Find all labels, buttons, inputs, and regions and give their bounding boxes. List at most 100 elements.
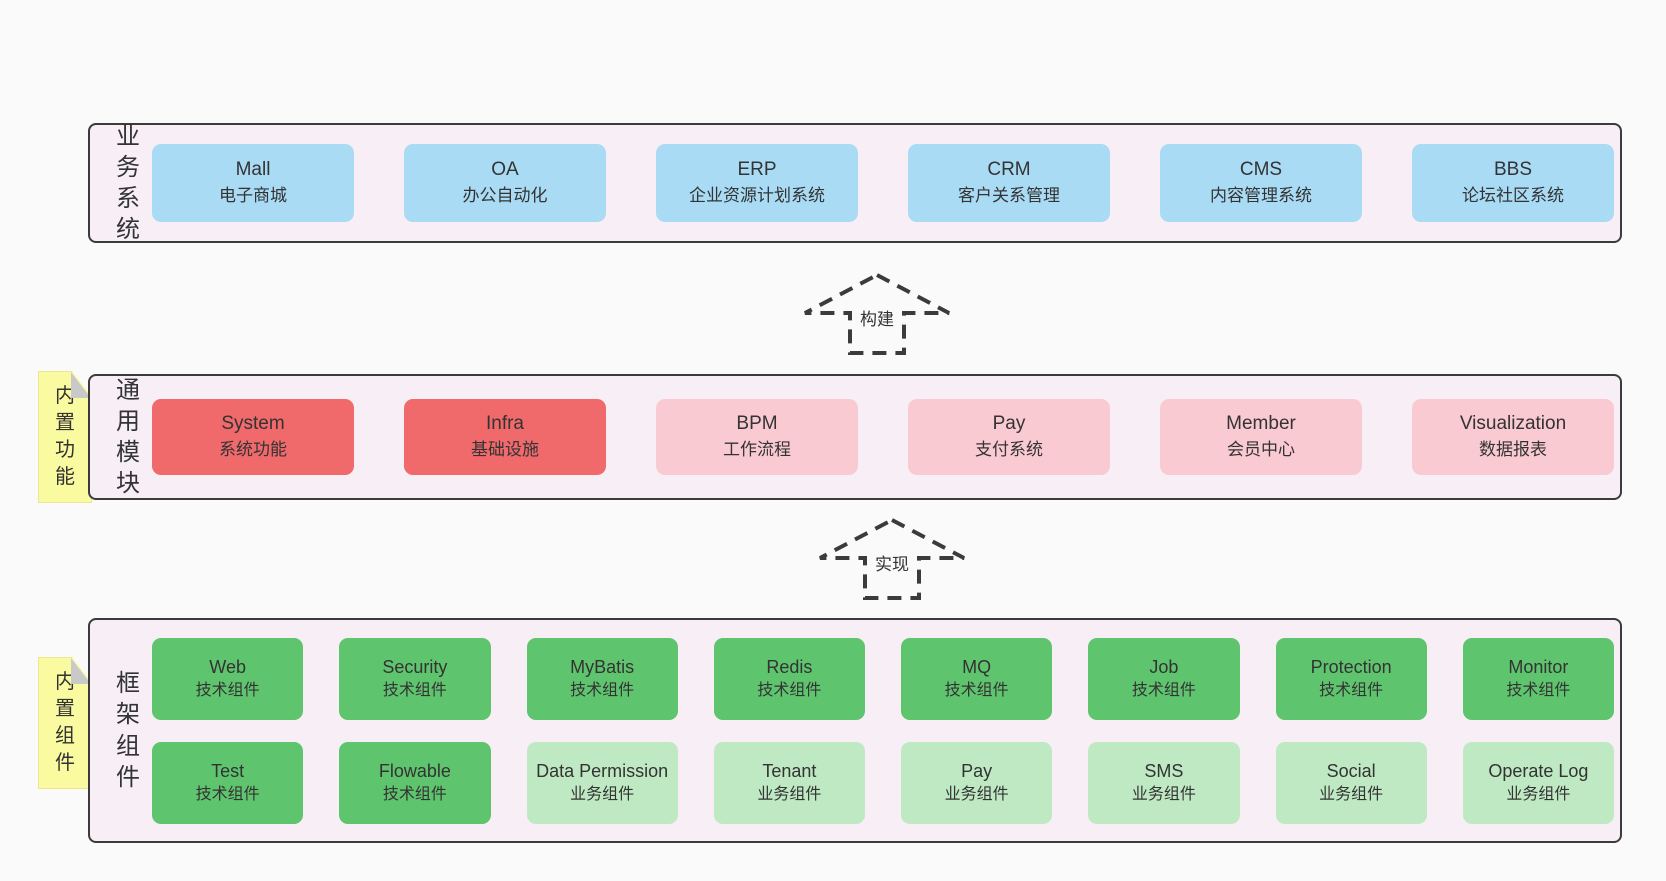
- box-subtitle: 业务组件: [944, 785, 1009, 803]
- box-monitor: Monitor 技术组件: [1462, 637, 1614, 720]
- box-protection: Protection 技术组件: [1275, 637, 1427, 720]
- box-title: Redis: [766, 656, 813, 677]
- box-erp: ERP 企业资源计划系统: [656, 144, 858, 222]
- panel-common-modules-label: 通用模块: [104, 376, 152, 498]
- box-mybatis: MyBatis 技术组件: [526, 637, 678, 720]
- box-title: Social: [1326, 760, 1376, 781]
- box-subtitle: 办公自动化: [462, 186, 548, 205]
- box-subtitle: 技术组件: [382, 785, 447, 803]
- box-title: Flowable: [378, 760, 451, 781]
- box-title: Job: [1149, 656, 1179, 677]
- box-title: MyBatis: [570, 656, 635, 677]
- box-title: Web: [209, 656, 246, 677]
- arrow-implement-label: 实现: [871, 550, 913, 575]
- box-title: Pay: [961, 760, 993, 781]
- box-job: Job 技术组件: [1088, 637, 1240, 720]
- box-title: Tenant: [762, 760, 817, 781]
- panel-label-text: 通用模块: [115, 376, 140, 498]
- panel-framework-components: 框架组件 Web 技术组件 Security 技术组件 MyBatis 技术组件 Redis…: [88, 618, 1622, 843]
- box-subtitle: 技术组件: [195, 785, 260, 803]
- panel-label-text: 业务系统: [115, 122, 140, 244]
- box-subtitle: 系统功能: [219, 440, 287, 459]
- box-title: MQ: [962, 656, 992, 677]
- up-arrow-icon: [819, 517, 965, 600]
- tag-built-in-features-label: 内置功能: [55, 385, 75, 488]
- box-test: Test 技术组件: [152, 741, 304, 824]
- box-bbs: BBS 论坛社区系统: [1412, 144, 1614, 222]
- box-title: Mall: [235, 159, 271, 180]
- tag-built-in-features: 内置功能: [38, 371, 92, 503]
- box-subtitle: 技术组件: [570, 681, 635, 699]
- box-member: Member 会员中心: [1160, 399, 1362, 475]
- box-flowable: Flowable 技术组件: [339, 741, 491, 824]
- box-subtitle: 会员中心: [1227, 440, 1295, 459]
- arrow-implement: 实现: [817, 517, 967, 601]
- box-crm: CRM 客户关系管理: [908, 144, 1110, 222]
- box-subtitle: 技术组件: [1506, 681, 1571, 699]
- box-subtitle: 技术组件: [944, 681, 1009, 699]
- box-pay: Pay 支付系统: [908, 399, 1110, 475]
- box-title: Visualization: [1459, 413, 1567, 434]
- box-title: BBS: [1493, 159, 1533, 180]
- box-bpm: BPM 工作流程: [656, 399, 858, 475]
- up-arrow-icon: [804, 272, 950, 355]
- box-subtitle: 技术组件: [1131, 681, 1196, 699]
- box-subtitle: 客户关系管理: [958, 186, 1060, 205]
- box-pay: Pay 业务组件: [901, 741, 1053, 824]
- box-title: SMS: [1144, 760, 1184, 781]
- box-title: Operate Log: [1488, 760, 1589, 781]
- box-title: Data Permission: [536, 760, 669, 781]
- box-subtitle: 业务组件: [1319, 785, 1384, 803]
- box-title: System: [221, 413, 285, 434]
- arrow-build: 构建: [802, 272, 952, 356]
- box-tenant: Tenant 业务组件: [713, 741, 865, 824]
- box-web: Web 技术组件: [152, 637, 304, 720]
- panel-business-systems: 业务系统 Mall 电子商城 OA 办公自动化 ERP 企业资源计划系统 CRM 客户关系管理…: [88, 123, 1622, 243]
- box-title: ERP: [737, 159, 777, 180]
- box-title: BPM: [736, 413, 778, 434]
- box-title: Security: [382, 656, 448, 677]
- box-operate-log: Operate Log 业务组件: [1462, 741, 1614, 824]
- box-subtitle: 业务组件: [1506, 785, 1571, 803]
- box-security: Security 技术组件: [339, 637, 491, 720]
- box-title: Protection: [1310, 656, 1392, 677]
- box-subtitle: 技术组件: [195, 681, 260, 699]
- box-subtitle: 论坛社区系统: [1462, 186, 1564, 205]
- box-social: Social 业务组件: [1275, 741, 1427, 824]
- box-title: Pay: [992, 413, 1026, 434]
- tag-built-in-components-label: 内置组件: [55, 671, 75, 774]
- box-title: OA: [491, 159, 519, 180]
- box-subtitle: 电子商城: [219, 186, 287, 205]
- box-title: CRM: [987, 159, 1031, 180]
- box-title: Monitor: [1508, 656, 1569, 677]
- box-oa: OA 办公自动化: [404, 144, 606, 222]
- box-sms: SMS 业务组件: [1088, 741, 1240, 824]
- tag-built-in-components: 内置组件: [38, 657, 92, 789]
- box-mq: MQ 技术组件: [901, 637, 1053, 720]
- box-subtitle: 业务组件: [1131, 785, 1196, 803]
- panel-framework-components-label: 框架组件: [104, 620, 152, 841]
- box-title: Test: [211, 760, 245, 781]
- box-subtitle: 内容管理系统: [1210, 186, 1312, 205]
- box-subtitle: 支付系统: [975, 440, 1043, 459]
- box-subtitle: 企业资源计划系统: [689, 186, 825, 205]
- arrow-build-label: 构建: [856, 305, 898, 330]
- box-mall: Mall 电子商城: [152, 144, 354, 222]
- box-system: System 系统功能: [152, 399, 354, 475]
- box-subtitle: 技术组件: [1319, 681, 1384, 699]
- box-subtitle: 工作流程: [723, 440, 791, 459]
- box-title: Member: [1226, 413, 1296, 434]
- box-subtitle: 技术组件: [382, 681, 447, 699]
- box-subtitle: 业务组件: [757, 785, 822, 803]
